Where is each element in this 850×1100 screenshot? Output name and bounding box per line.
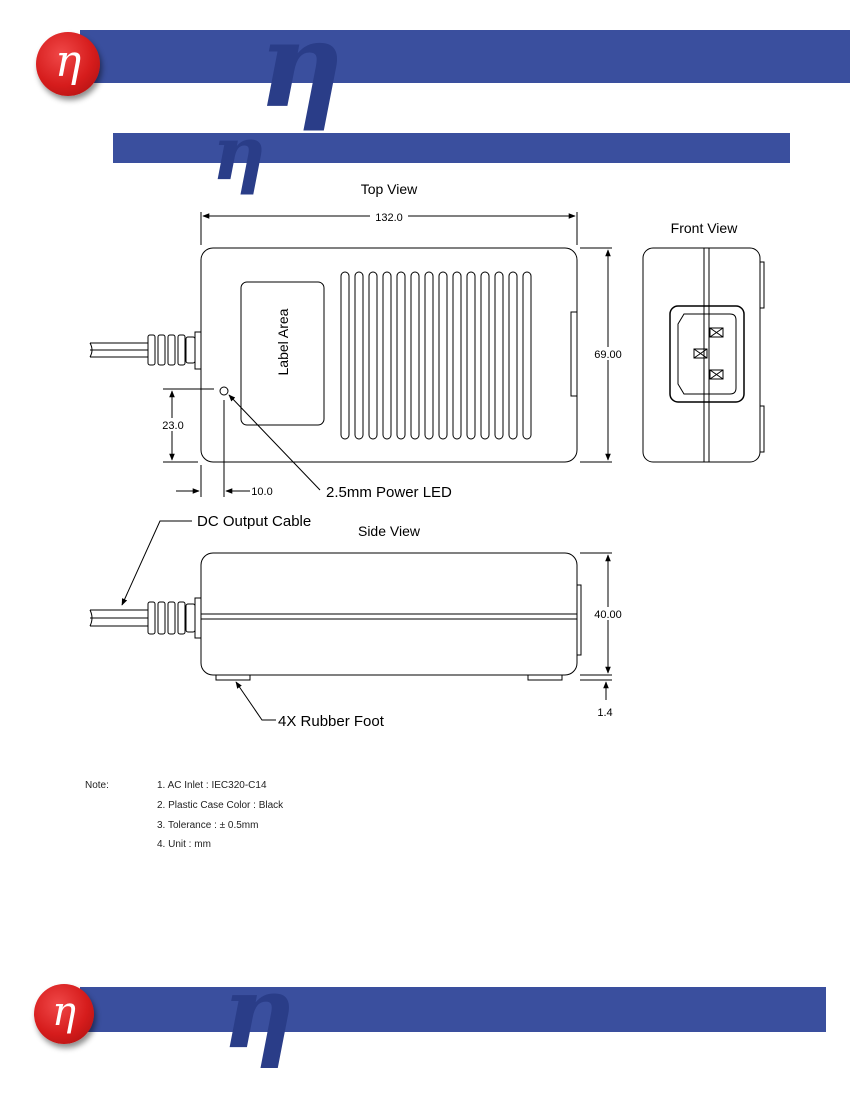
top-view-title: Top View <box>361 181 418 197</box>
header-watermark-logo: η <box>258 0 344 134</box>
rubber-foot-label: 4X Rubber Foot <box>278 713 385 730</box>
section-watermark-logo: η <box>212 111 266 197</box>
side-inlet-edge <box>576 584 582 656</box>
header-band <box>80 30 850 83</box>
side-cable <box>89 597 202 639</box>
front-view: Front View <box>642 220 765 463</box>
ac-inlet-pins <box>693 327 724 380</box>
note-item: 3. Tolerance : ± 0.5mm <box>157 820 259 831</box>
side-view: Side View 40.00 1.4 4X Rubber Foot DC Ou… <box>89 513 627 730</box>
top-view: Top View 132.0 Label Area <box>89 181 627 501</box>
label-area <box>240 281 325 426</box>
top-cable <box>89 331 202 370</box>
notes-label: Note: <box>85 780 109 791</box>
section-band <box>113 133 790 163</box>
ac-inlet-cavity <box>677 313 737 395</box>
inlet-recess <box>570 311 578 397</box>
width-dimension: 69.00 <box>594 349 622 361</box>
dc-cable-label: DC Output Cable <box>197 513 311 530</box>
rubber-foot-leader <box>235 681 276 721</box>
footer-watermark-logo: η <box>222 953 295 1071</box>
label-area-text: Label Area <box>275 308 291 375</box>
led-height-dimension: 23.0 <box>162 420 183 432</box>
logo-glyph: η <box>54 36 82 87</box>
footer-brand-logo: η <box>34 984 94 1044</box>
vent-slots <box>340 271 532 440</box>
ac-inlet <box>669 305 745 403</box>
front-view-title: Front View <box>671 220 739 236</box>
led-side-dimension: 10.0 <box>251 486 272 498</box>
brand-logo: η <box>36 32 100 96</box>
rubber-foot-right <box>527 674 563 681</box>
dc-cable-leader <box>121 520 192 606</box>
power-led-label: 2.5mm Power LED <box>326 484 452 501</box>
note-item: 2. Plastic Case Color : Black <box>157 800 284 811</box>
foot-height-dimension: 1.4 <box>597 707 612 719</box>
note-item: 4. Unit : mm <box>157 839 211 850</box>
top-view-body <box>200 247 578 463</box>
front-view-body <box>642 247 761 463</box>
height-dimension: 40.00 <box>594 609 622 621</box>
note-item: 1. AC Inlet : IEC320-C14 <box>157 780 267 791</box>
footer-band <box>80 987 826 1032</box>
footer-logo-glyph: η <box>52 989 76 1035</box>
power-led-icon <box>219 386 229 396</box>
side-view-title: Side View <box>358 523 421 539</box>
front-rail-top <box>759 261 765 309</box>
length-dimension: 132.0 <box>375 212 403 224</box>
led-leader-line <box>228 394 321 491</box>
rubber-foot-left <box>215 674 251 681</box>
front-rail-bottom <box>759 405 765 453</box>
